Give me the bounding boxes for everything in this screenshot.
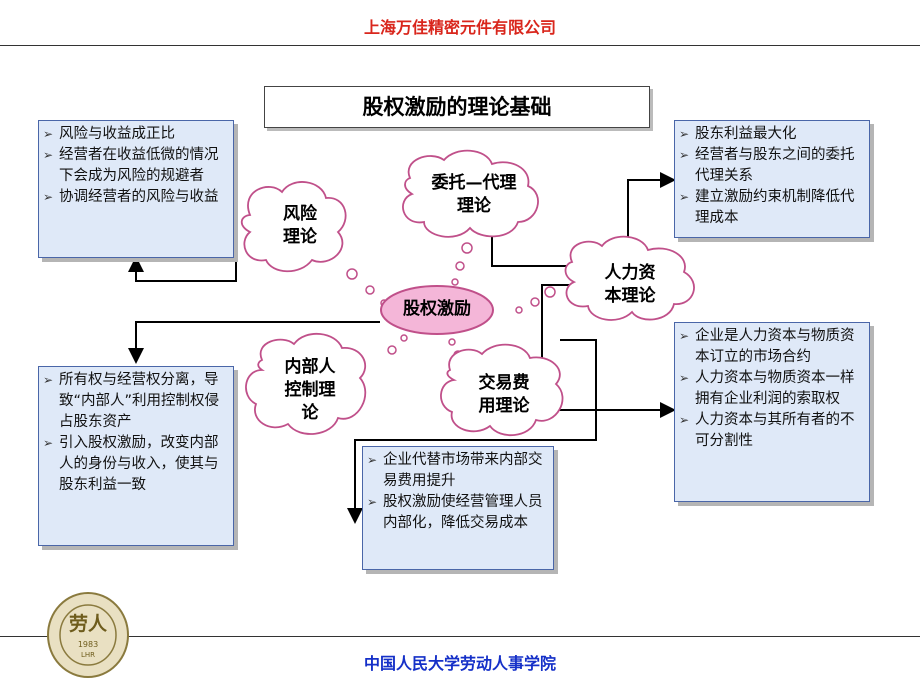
list-item: 人力资本与物质资本一样拥有企业利润的索取权 [679,368,865,410]
footer-rule [0,636,920,637]
center-node [380,285,494,335]
list-item: 人力资本与其所有者的不可分割性 [679,410,865,452]
list-item: 企业代替市场带来内部交易费用提升 [367,450,549,492]
list-item: 经营者与股东之间的委托代理关系 [679,145,865,187]
list-item: 股权激励使经营管理人员内部化，降低交易成本 [367,492,549,534]
list-item: 所有权与经营权分离，导致“内部人”利用控制权侵占股东资产 [43,370,229,433]
header-rule [0,45,920,46]
connector-risk [128,232,237,282]
box-insider: 所有权与经营权分离，导致“内部人”利用控制权侵占股东资产 引入股权激励，改变内部… [38,366,234,546]
box-human-capital: 企业是人力资本与物质资本订立的市场合约 人力资本与物质资本一样拥有企业利润的索取… [674,322,870,502]
box-transaction: 企业代替市场带来内部交易费用提升 股权激励使经营管理人员内部化，降低交易成本 [362,446,554,570]
list-item: 建立激励约束机制降低代理成本 [679,187,865,229]
svg-text:劳人: 劳人 [69,612,108,635]
list-item: 协调经营者的风险与收益 [43,187,229,208]
connector-insider [128,321,380,364]
svg-text:1983: 1983 [78,640,98,649]
cloud-agency [402,149,539,238]
connector-transaction [347,339,597,524]
diagram-title: 股权激励的理论基础 [264,86,650,128]
cloud-insider [245,332,367,435]
box-agency: 股东利益最大化 经营者与股东之间的委托代理关系 建立激励约束机制降低代理成本 [674,120,870,238]
theory-transaction-label: 交易费用理论 [478,373,530,416]
university-logo-icon: 劳人 1983 LHR [46,592,130,678]
theory-risk-label: 风险理论 [283,204,317,247]
theory-human-capital-label: 人力资本理论 [604,263,656,306]
list-item: 企业是人力资本与物质资本订立的市场合约 [679,326,865,368]
connector-human [541,284,676,418]
company-name: 上海万佳精密元件有限公司 [363,18,556,37]
list-item: 引入股权激励，改变内部人的身份与收入，使其与股东利益一致 [43,433,229,496]
list-item: 股东利益最大化 [679,124,865,145]
institution-name: 中国人民大学劳动人事学院 [363,654,556,673]
list-item: 经营者在收益低微的情况下会成为风险的规避者 [43,145,229,187]
box-risk: 风险与收益成正比 经营者在收益低微的情况下会成为风险的规避者 协调经营者的风险与… [38,120,234,258]
list-item: 风险与收益成正比 [43,124,229,145]
cloud-transaction [440,343,564,437]
cloud-human [564,235,695,321]
theory-insider-label: 内部人控制理论 [284,357,336,423]
svg-text:LHR: LHR [81,651,95,659]
theory-agency-label: 委托—代理理论 [431,173,517,216]
center-label: 股权激励 [403,299,471,319]
cloud-risk [240,181,347,273]
